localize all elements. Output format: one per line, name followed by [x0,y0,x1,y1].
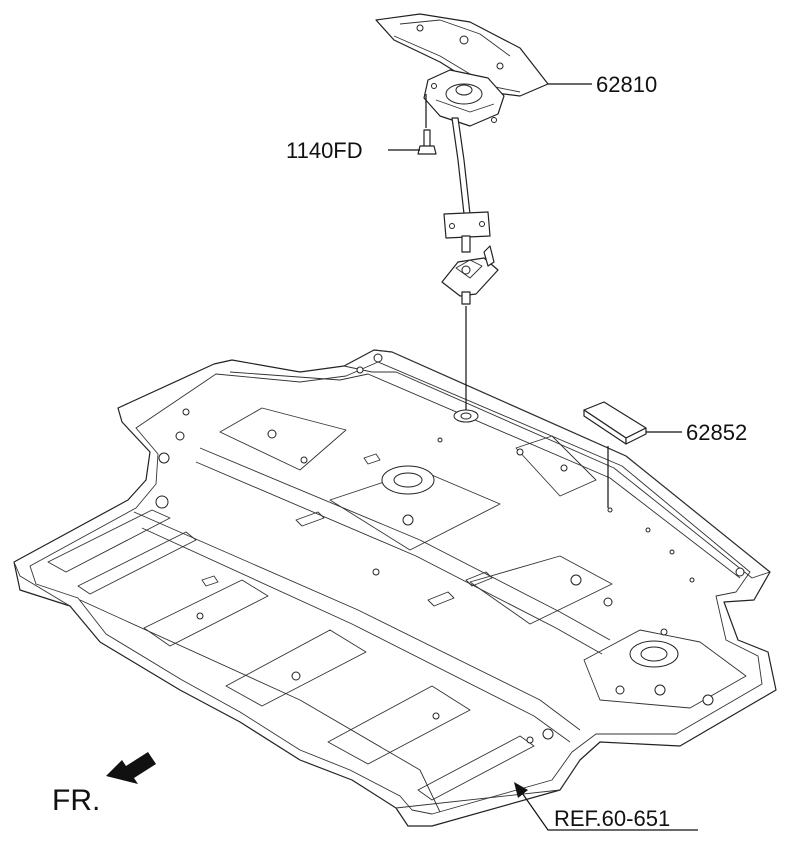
front-arrow-icon [106,752,156,784]
bolt [417,129,437,155]
rubber-pad [583,401,647,445]
orientation-label: FR. [52,784,100,817]
callout-62852: 62852 [686,420,747,445]
callout-1140FD: 1140FD [286,138,363,163]
floor-panel [13,349,777,827]
callout-62810: 62810 [596,72,657,97]
spare-tire-carrier-bracket [375,13,549,305]
reference-arrow [514,782,698,831]
callout-reference: REF.60-651 [554,806,670,831]
